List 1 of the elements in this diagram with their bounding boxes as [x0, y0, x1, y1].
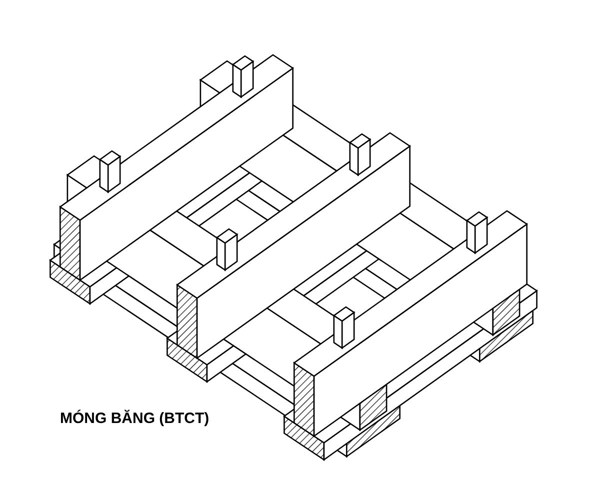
drawing-caption: MÓNG BĂNG (BTCT)	[60, 410, 210, 427]
